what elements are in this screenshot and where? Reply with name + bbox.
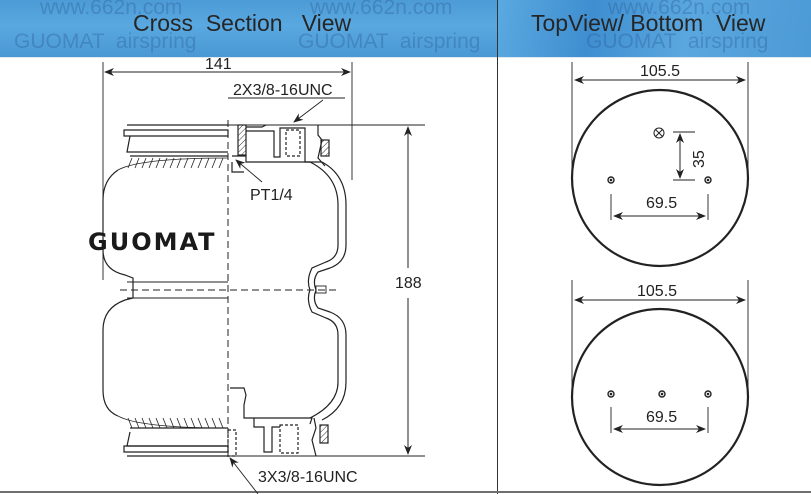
top-thread-label: 2X3/8-16UNC — [233, 82, 333, 99]
top-view-drawing — [570, 62, 750, 268]
air-inlet-icon — [653, 127, 665, 139]
bottom-view-drawing — [570, 280, 750, 487]
cross-section-drawing — [102, 62, 425, 494]
top-bottom-view-header: www.662n.com GUOMAT airspring TopView/ B… — [498, 0, 811, 57]
height-dimension-label: 188 — [395, 275, 422, 292]
header-underline — [0, 57, 811, 58]
bottom-bolt-spacing-label: 69.5 — [646, 409, 677, 426]
brand-label: GUOMAT — [88, 228, 217, 256]
top-bottom-view-title: TopView/ Bottom View — [531, 10, 766, 36]
bolt-hole-icon — [704, 176, 712, 184]
cross-section-header: www.662n.com www.662n.com GUOMAT airspri… — [0, 0, 497, 57]
cross-section-title: Cross Section View — [133, 10, 352, 36]
air-port-label: PT1/4 — [250, 187, 293, 204]
watermark-site: www.662n.com — [40, 0, 183, 19]
watermark-brand: GUOMAT airspring — [586, 30, 769, 53]
watermark-site: www.662n.com — [310, 0, 453, 19]
top-bolt-spacing-label: 69.5 — [646, 195, 677, 212]
bottom-diameter-label: 105.5 — [637, 283, 677, 300]
top-offset-label: 35 — [691, 150, 708, 168]
watermark-brand: GUOMAT airspring — [298, 30, 481, 53]
watermark-brand: GUOMAT airspring — [14, 30, 197, 53]
top-diameter-label: 105.5 — [640, 63, 680, 80]
bolt-hole-icon — [607, 176, 615, 184]
panel-divider — [497, 0, 498, 494]
bottom-border — [0, 491, 811, 493]
bottom-thread-label: 3X3/8-16UNC — [258, 469, 358, 486]
bolt-hole-icon — [658, 390, 666, 398]
bolt-hole-icon — [704, 390, 712, 398]
watermark-site: www.662n.com — [608, 0, 751, 19]
bolt-hole-icon — [607, 390, 615, 398]
width-dimension-label: 141 — [205, 56, 232, 73]
